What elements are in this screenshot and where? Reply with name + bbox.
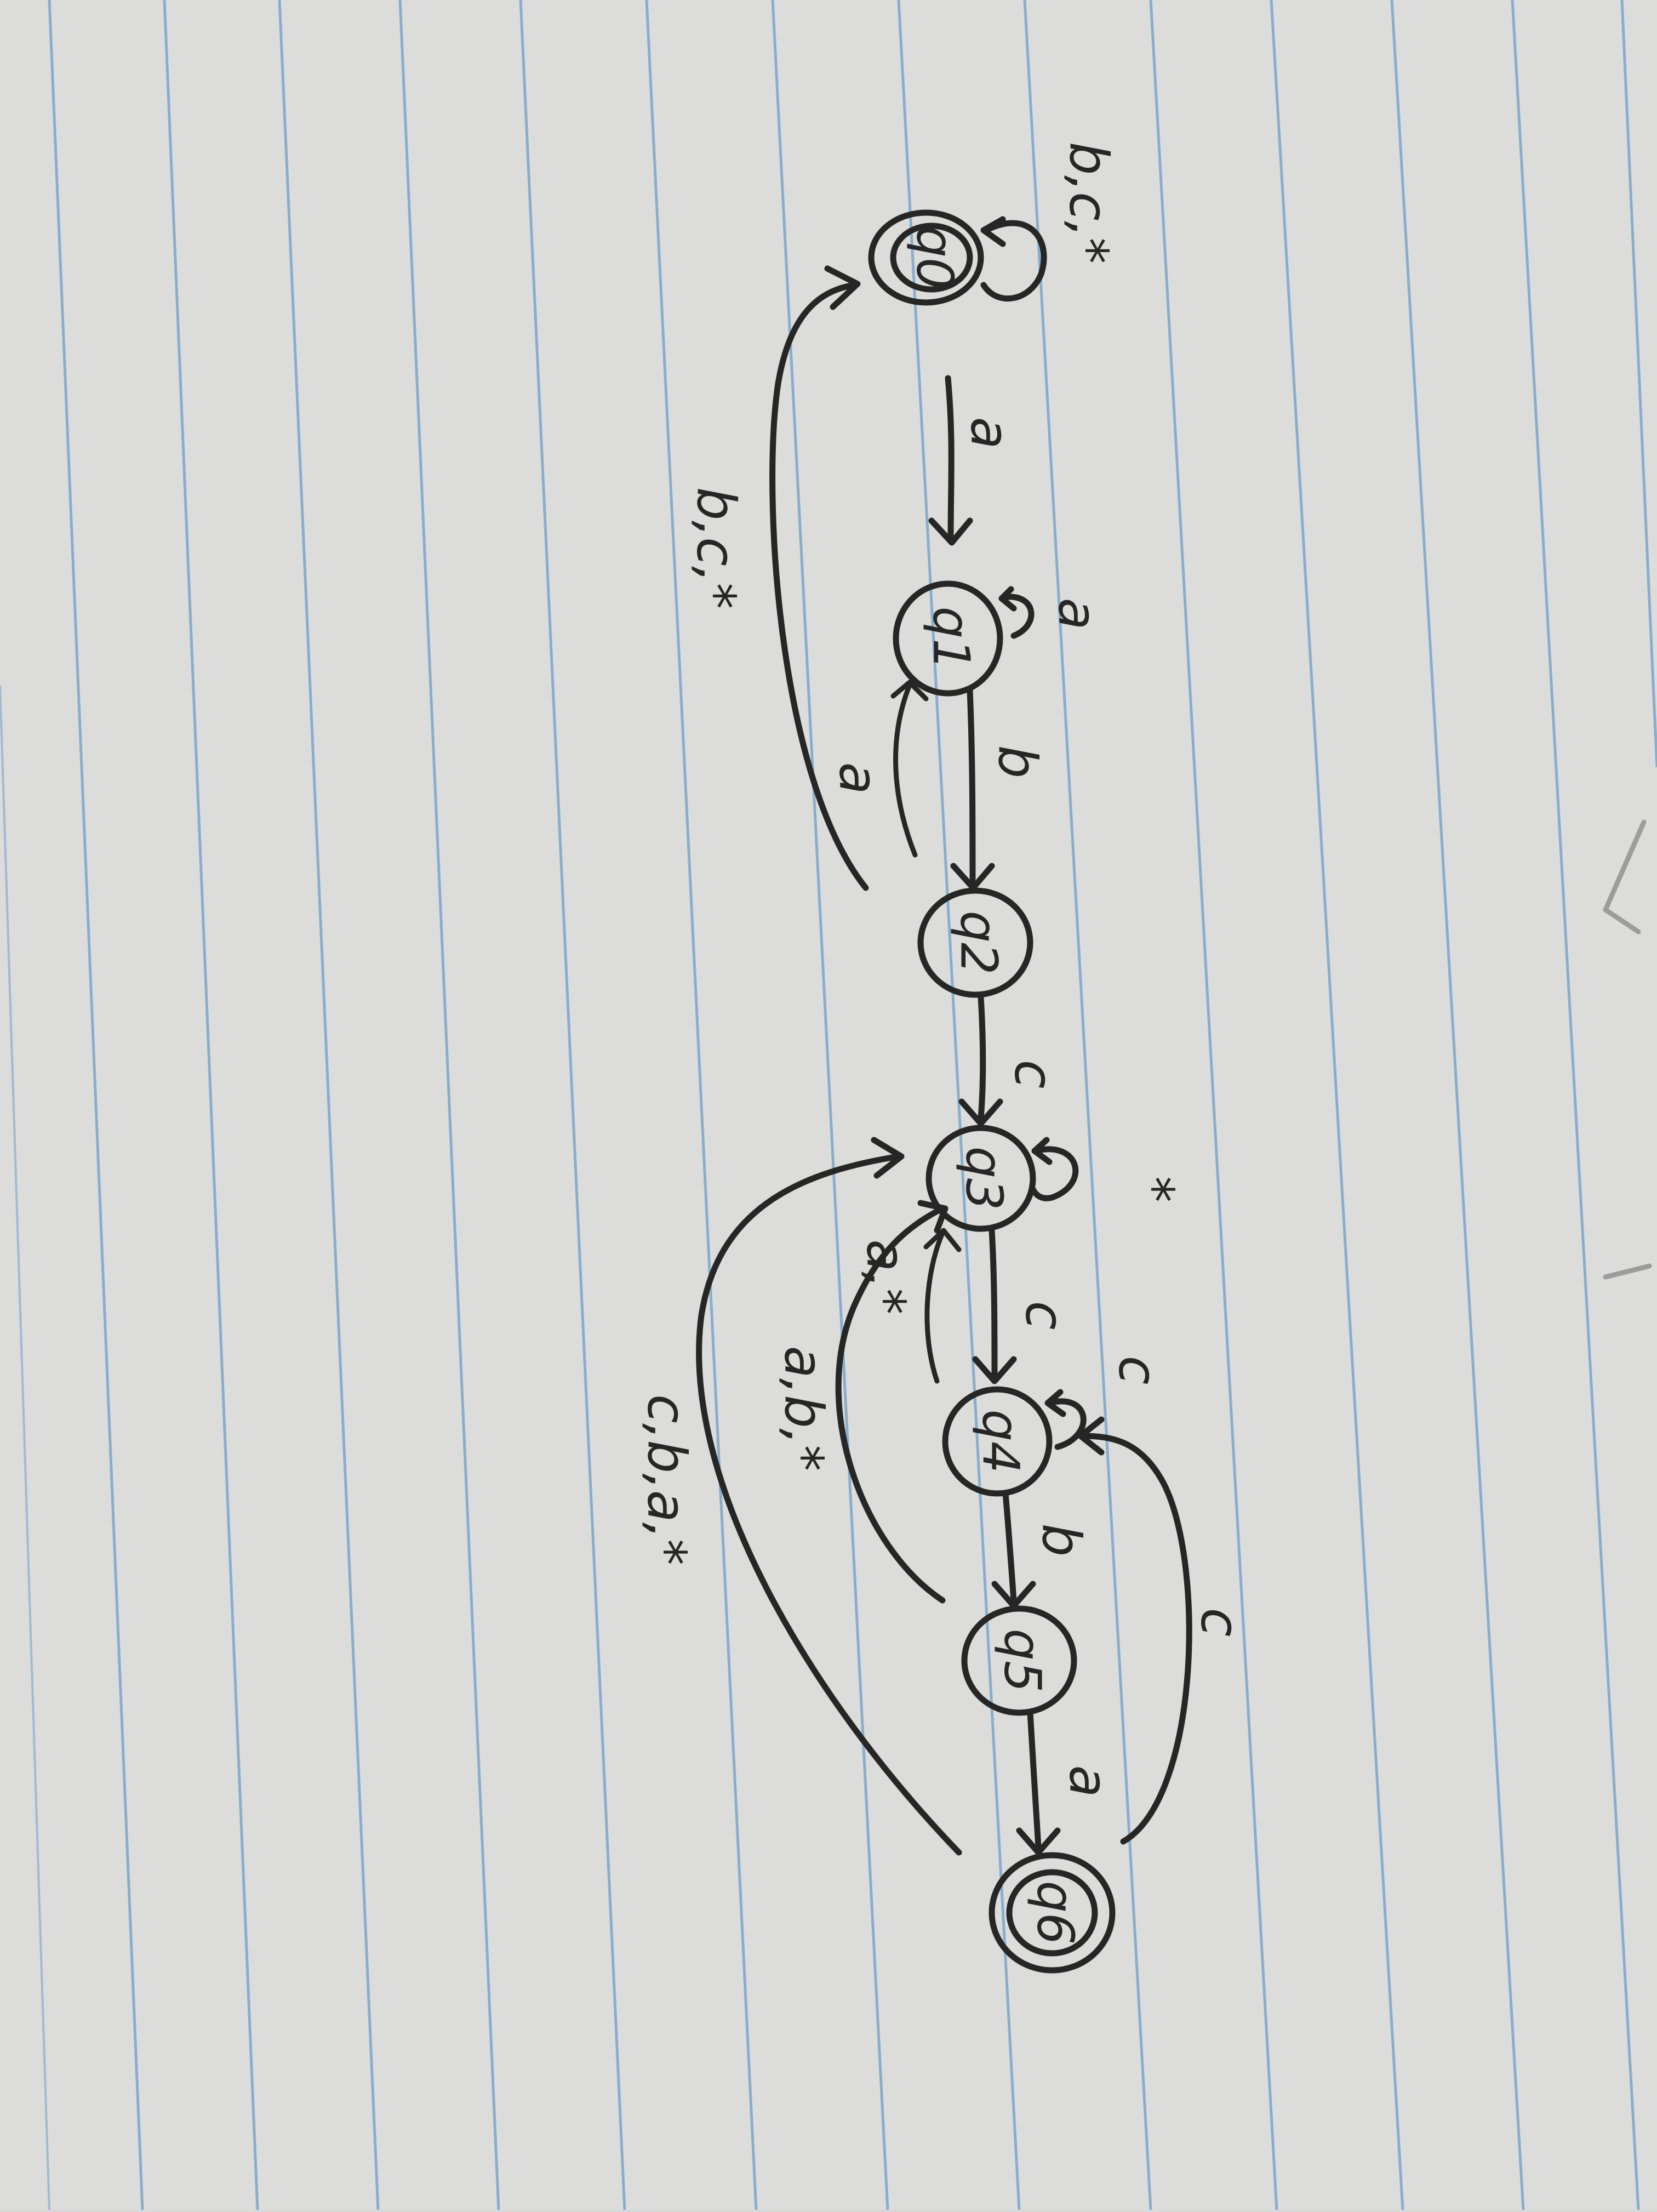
edge-q4-q3-arrowhead: [923, 1228, 962, 1252]
edge-q6-q3: c,b,a,*: [636, 1137, 962, 1856]
edge-q3-q4-label: c: [1014, 1301, 1076, 1330]
edge-q2-q1-line: [893, 682, 918, 858]
edge-q5-q6: a: [1016, 1709, 1119, 1856]
edge-q6-q4-arrowhead: [1077, 1416, 1105, 1456]
edge-q3-loop-arrowhead: [1031, 1137, 1053, 1165]
state-q4: q4: [942, 1386, 1053, 1497]
edge-q1-loop: a: [998, 586, 1109, 639]
edge-q4-q5-line: [1002, 1490, 1017, 1604]
edge-q5-q6-line: [1027, 1709, 1042, 1850]
edge-q6-q3-line: [696, 1153, 962, 1856]
edge-q4-loop-label: c: [1107, 1356, 1169, 1385]
edge-q2-q3: c: [958, 994, 1065, 1127]
edge-q2-q3-line: [978, 994, 986, 1121]
edge-q1-loop-label: a: [1047, 598, 1109, 630]
edge-q0-loop-arrowhead: [980, 216, 1006, 247]
edge-q4-q3-line: [924, 1230, 945, 1384]
edge-q6-q3-arrowhead: [871, 1137, 905, 1179]
edge-q2-q3-label: c: [1003, 1060, 1065, 1089]
state-q5-label: q5: [993, 1629, 1052, 1693]
edge-q6-q4-line: [1079, 1433, 1192, 1845]
state-q4-label: q4: [972, 1410, 1030, 1474]
state-q6-label: q6: [1026, 1881, 1085, 1945]
state-q3: q3: [925, 1125, 1036, 1232]
edge-q4-q5-label: b: [1031, 1524, 1092, 1557]
edge-q0-q1-label: a: [959, 417, 1021, 449]
edge-q3-loop-label: *: [1124, 1176, 1185, 1202]
edge-q3-q4: c: [972, 1227, 1076, 1384]
edge-q3-loop: *: [1030, 1137, 1185, 1202]
edge-q2-q0: b,c,*: [685, 265, 869, 891]
edge-q5-q3: a,b,*: [773, 1200, 949, 1604]
edge-q0-q1: a: [928, 375, 1021, 546]
edge-q5-q6-label: a: [1058, 1765, 1119, 1798]
state-q0-label: q0: [906, 226, 964, 290]
edge-q3-q4-line: [989, 1227, 998, 1379]
edge-q0-q1-line: [945, 375, 955, 540]
state-q1: q1: [893, 580, 1003, 697]
edge-q4-loop-arc: [1046, 1398, 1087, 1450]
edge-q4-q5-arrowhead: [991, 1581, 1036, 1609]
edge-q5-q3-label: a,b,*: [773, 1346, 835, 1472]
state-q3-label: q3: [955, 1147, 1014, 1211]
edge-q5-q3-line: [835, 1205, 946, 1604]
state-q4-circle: [942, 1386, 1053, 1497]
edge-q6-q4-label: c: [1190, 1608, 1251, 1637]
state-q1-label: q1: [922, 607, 981, 671]
state-q0-outer-circle: [868, 209, 984, 306]
state-q6-inner-circle: [1006, 1869, 1098, 1957]
state-q5: q5: [961, 1605, 1077, 1716]
state-q5-circle: [961, 1605, 1077, 1716]
state-q6: q6: [989, 1852, 1116, 1974]
edge-q3-q4-arrowhead: [972, 1356, 1017, 1384]
edge-q4-loop-arrowhead: [1044, 1389, 1066, 1417]
state-q2-label: q2: [950, 911, 1008, 975]
edge-q2-q1-arrowhead: [890, 680, 929, 702]
edge-q1-loop-arrowhead: [998, 586, 1017, 612]
edge-q1-q2-label: b: [987, 745, 1048, 779]
edge-q2-q1-label: a: [828, 762, 889, 795]
edge-q5-q3-arrowhead: [917, 1200, 949, 1234]
edge-q1-loop-arc: [999, 594, 1035, 639]
edge-q1-q2-line: [967, 687, 976, 886]
edge-q0-loop: b,c,*: [980, 142, 1119, 302]
state-q1-circle: [893, 580, 1003, 697]
edge-q0-loop-arc: [980, 220, 1047, 302]
stray-marks: [1603, 819, 1652, 1280]
edge-q2-q0-arrowhead: [824, 265, 861, 310]
edge-q4-q5: b: [991, 1490, 1092, 1609]
state-q0: q0: [868, 209, 984, 306]
state-q2: q2: [917, 887, 1033, 998]
state-q6-outer-circle: [989, 1852, 1116, 1974]
edge-q1-q2: b: [950, 687, 1048, 891]
state-q0-inner-circle: [890, 223, 973, 293]
edge-q0-loop-label: b,c,*: [1058, 142, 1119, 264]
state-q3-circle: [925, 1125, 1036, 1232]
state-q2-circle: [917, 887, 1033, 998]
edge-q1-q2-arrowhead: [950, 863, 995, 891]
edge-q6-q3-label: c,b,a,*: [636, 1394, 698, 1565]
edge-q2-q3-arrowhead: [958, 1098, 1003, 1127]
edge-q2-q0-line: [769, 282, 869, 891]
edge-q3-loop-arc: [1030, 1146, 1079, 1201]
edge-q0-q1-arrowhead: [928, 517, 973, 546]
edge-q2-q1: a: [828, 680, 929, 858]
edge-q5-q6-arrowhead: [1016, 1827, 1061, 1856]
edge-q2-q0-label: b,c,*: [685, 487, 747, 609]
edge-q6-q4: c: [1077, 1416, 1251, 1845]
edge-q4-loop: c: [1044, 1356, 1169, 1450]
